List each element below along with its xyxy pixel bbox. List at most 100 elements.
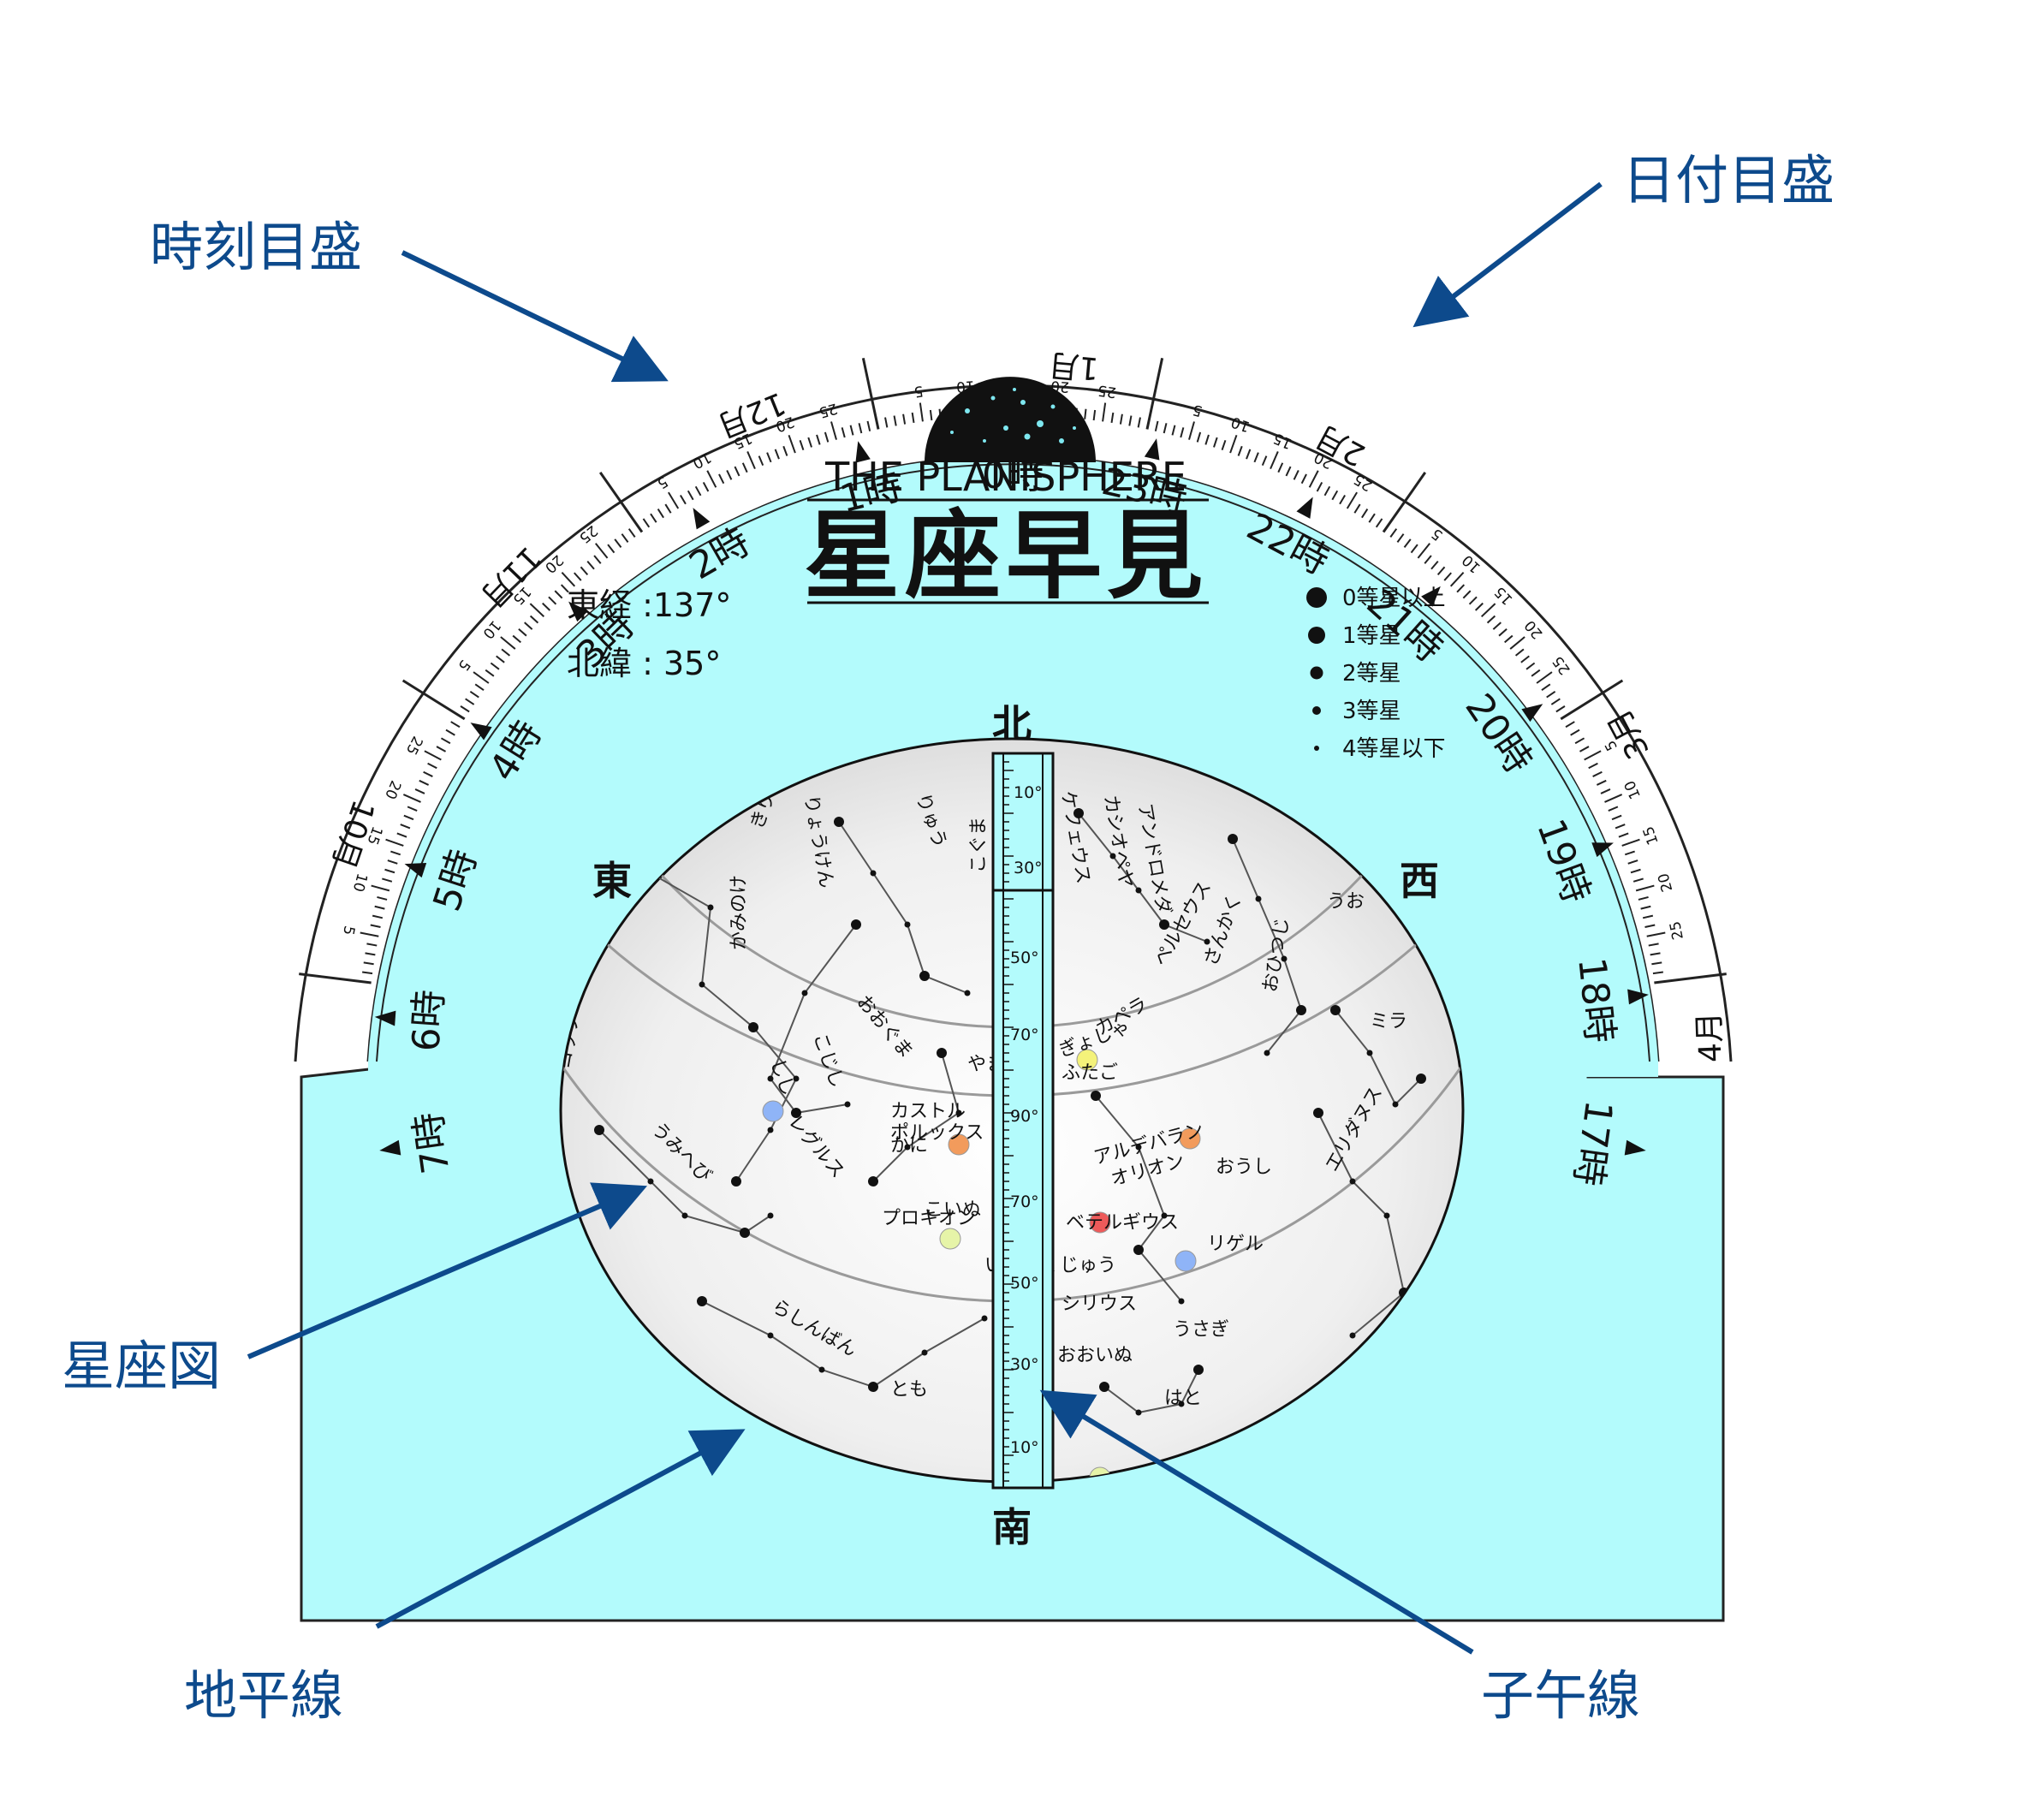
day-tick — [560, 584, 569, 593]
day-tick — [830, 421, 837, 440]
star — [1135, 1409, 1142, 1416]
day-tick — [385, 838, 404, 847]
day-tick — [1514, 648, 1525, 657]
month-separator — [1654, 972, 1727, 984]
callout-horizon: 地平線 — [184, 1664, 344, 1727]
day-tick — [419, 779, 430, 786]
constellation-name: シリウス — [1062, 1294, 1137, 1315]
day-tick — [1221, 440, 1227, 451]
day-tick — [542, 602, 551, 611]
hour-triangle — [374, 1010, 396, 1026]
star — [767, 1212, 774, 1219]
day-tick-label: 5 — [339, 925, 358, 937]
ruler-label: 90° — [1010, 1107, 1039, 1126]
day-tick — [627, 528, 636, 538]
bright-star — [762, 1100, 784, 1122]
constellation-name: かみのけ — [729, 875, 750, 950]
day-tick — [473, 671, 490, 684]
constellation-name: はと — [1164, 1388, 1202, 1409]
day-tick — [1277, 462, 1284, 473]
day-tick — [621, 533, 629, 543]
callout-date-scale: 日付目盛 — [1622, 149, 1835, 211]
constellation-name: おうし — [1216, 1157, 1272, 1178]
star — [1296, 1005, 1306, 1015]
callout-arrows — [247, 181, 1603, 1655]
day-tick — [706, 470, 717, 488]
day-tick — [1353, 503, 1361, 514]
day-tick — [407, 806, 418, 812]
day-tick — [440, 737, 451, 745]
day-tick — [650, 513, 657, 523]
day-tick — [866, 420, 871, 431]
day-tick — [1462, 590, 1472, 599]
star — [904, 1144, 911, 1151]
constellation-name: ポルックス — [890, 1122, 984, 1144]
constellation-name: カストル — [890, 1101, 966, 1122]
star — [904, 921, 911, 928]
day-tick — [702, 481, 710, 492]
ruler-label: 70° — [1010, 1193, 1039, 1211]
direction-east: 東 — [592, 858, 632, 904]
star — [1349, 1332, 1356, 1339]
bright-star — [1076, 1049, 1098, 1071]
constellation-line — [872, 1052, 960, 1182]
day-tick — [694, 485, 702, 497]
star — [707, 904, 714, 911]
day-tick — [1579, 746, 1590, 752]
legend-label: 4等星以下 — [1342, 736, 1446, 762]
star — [1073, 808, 1084, 818]
day-tick — [893, 415, 897, 426]
constellation-name: ふたご — [1062, 1062, 1118, 1084]
constellation-name: プロキオン — [882, 1208, 976, 1229]
hour-triangle — [568, 601, 589, 622]
day-tick — [1480, 603, 1496, 618]
day-tick — [1600, 788, 1611, 794]
day-tick — [424, 750, 442, 761]
day-tick — [445, 729, 455, 736]
day-tick — [384, 868, 395, 874]
day-tick — [642, 518, 651, 528]
day-tick — [485, 669, 495, 677]
stars — [594, 808, 1426, 1482]
day-tick — [1270, 451, 1279, 470]
day-tick — [372, 914, 384, 919]
star — [851, 919, 861, 930]
star — [868, 1382, 878, 1392]
longitude-label: 東経 :137° — [567, 586, 731, 624]
star — [1193, 1365, 1204, 1375]
day-tick — [919, 402, 924, 422]
month-label: 4月 — [1692, 1011, 1728, 1062]
day-tick — [436, 746, 447, 752]
day-tick — [799, 440, 805, 451]
ruler-label: 30° — [1010, 1355, 1039, 1374]
day-tick — [1308, 470, 1319, 488]
month-separators — [299, 358, 1727, 984]
star — [1255, 895, 1262, 902]
day-tick — [1229, 434, 1238, 454]
star — [731, 1176, 741, 1187]
day-tick — [668, 491, 680, 509]
day-tick — [365, 952, 376, 956]
month-separator — [1382, 472, 1427, 533]
constellation-name: リゲル — [1207, 1234, 1264, 1255]
day-tick — [1531, 669, 1541, 677]
day-tick — [1550, 698, 1561, 705]
hour-label: 18時 — [1569, 955, 1621, 1045]
day-tick — [1237, 445, 1243, 456]
day-tick — [1608, 806, 1619, 812]
day-tick — [1323, 485, 1331, 497]
star — [767, 1332, 774, 1339]
star — [791, 1108, 801, 1118]
star — [793, 1075, 800, 1082]
day-tick — [929, 409, 933, 421]
star — [740, 1228, 750, 1238]
hour-triangle — [1591, 842, 1614, 858]
constellation-name: とも — [890, 1379, 928, 1401]
day-tick — [1651, 961, 1662, 966]
bright-star — [1175, 1250, 1197, 1272]
month-separator — [1145, 358, 1164, 430]
day-tick — [788, 434, 796, 454]
hour-label: 7時 — [407, 1109, 459, 1176]
bright-star — [948, 1133, 970, 1156]
